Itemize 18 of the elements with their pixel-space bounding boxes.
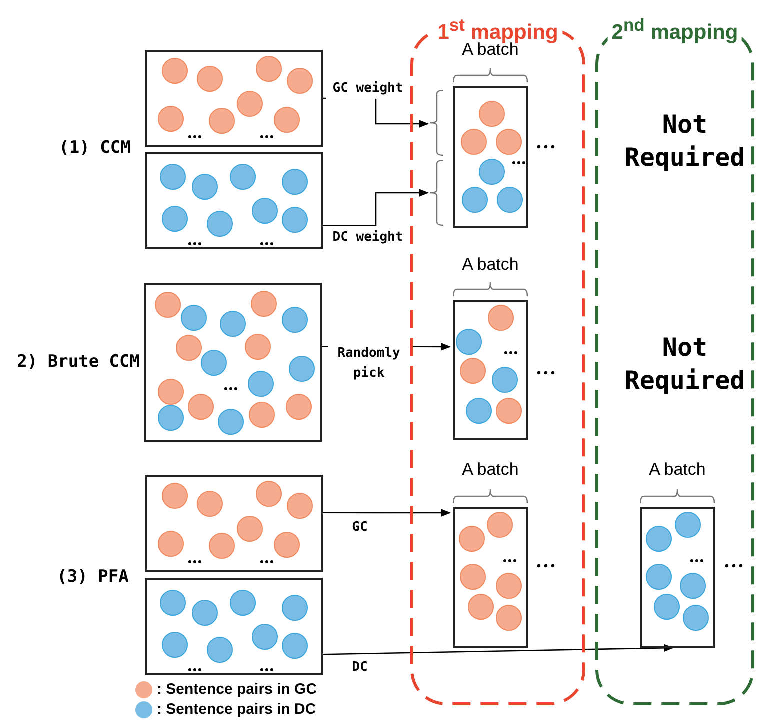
arrow bbox=[323, 189, 429, 226]
batch-label: A batch bbox=[461, 255, 520, 275]
status-text: Not Required bbox=[624, 332, 746, 397]
sample-box bbox=[145, 475, 323, 572]
batch-label: A batch bbox=[461, 460, 520, 480]
sample-box bbox=[144, 283, 322, 442]
arrow bbox=[322, 644, 674, 656]
legend-text: : Sentence pairs in DC bbox=[157, 700, 316, 720]
sample-box bbox=[145, 578, 323, 675]
sample-box bbox=[145, 152, 323, 249]
row-label: (1) CCM bbox=[58, 137, 132, 159]
status-text: Not Required bbox=[624, 109, 746, 174]
row-label: 2) Brute CCM bbox=[16, 350, 140, 372]
row-label: (3) PFA bbox=[56, 566, 130, 588]
batch-label: A batch bbox=[648, 460, 707, 480]
arrow bbox=[323, 509, 451, 517]
sample-box bbox=[145, 50, 323, 147]
legend-text: : Sentence pairs in GC bbox=[157, 680, 318, 700]
